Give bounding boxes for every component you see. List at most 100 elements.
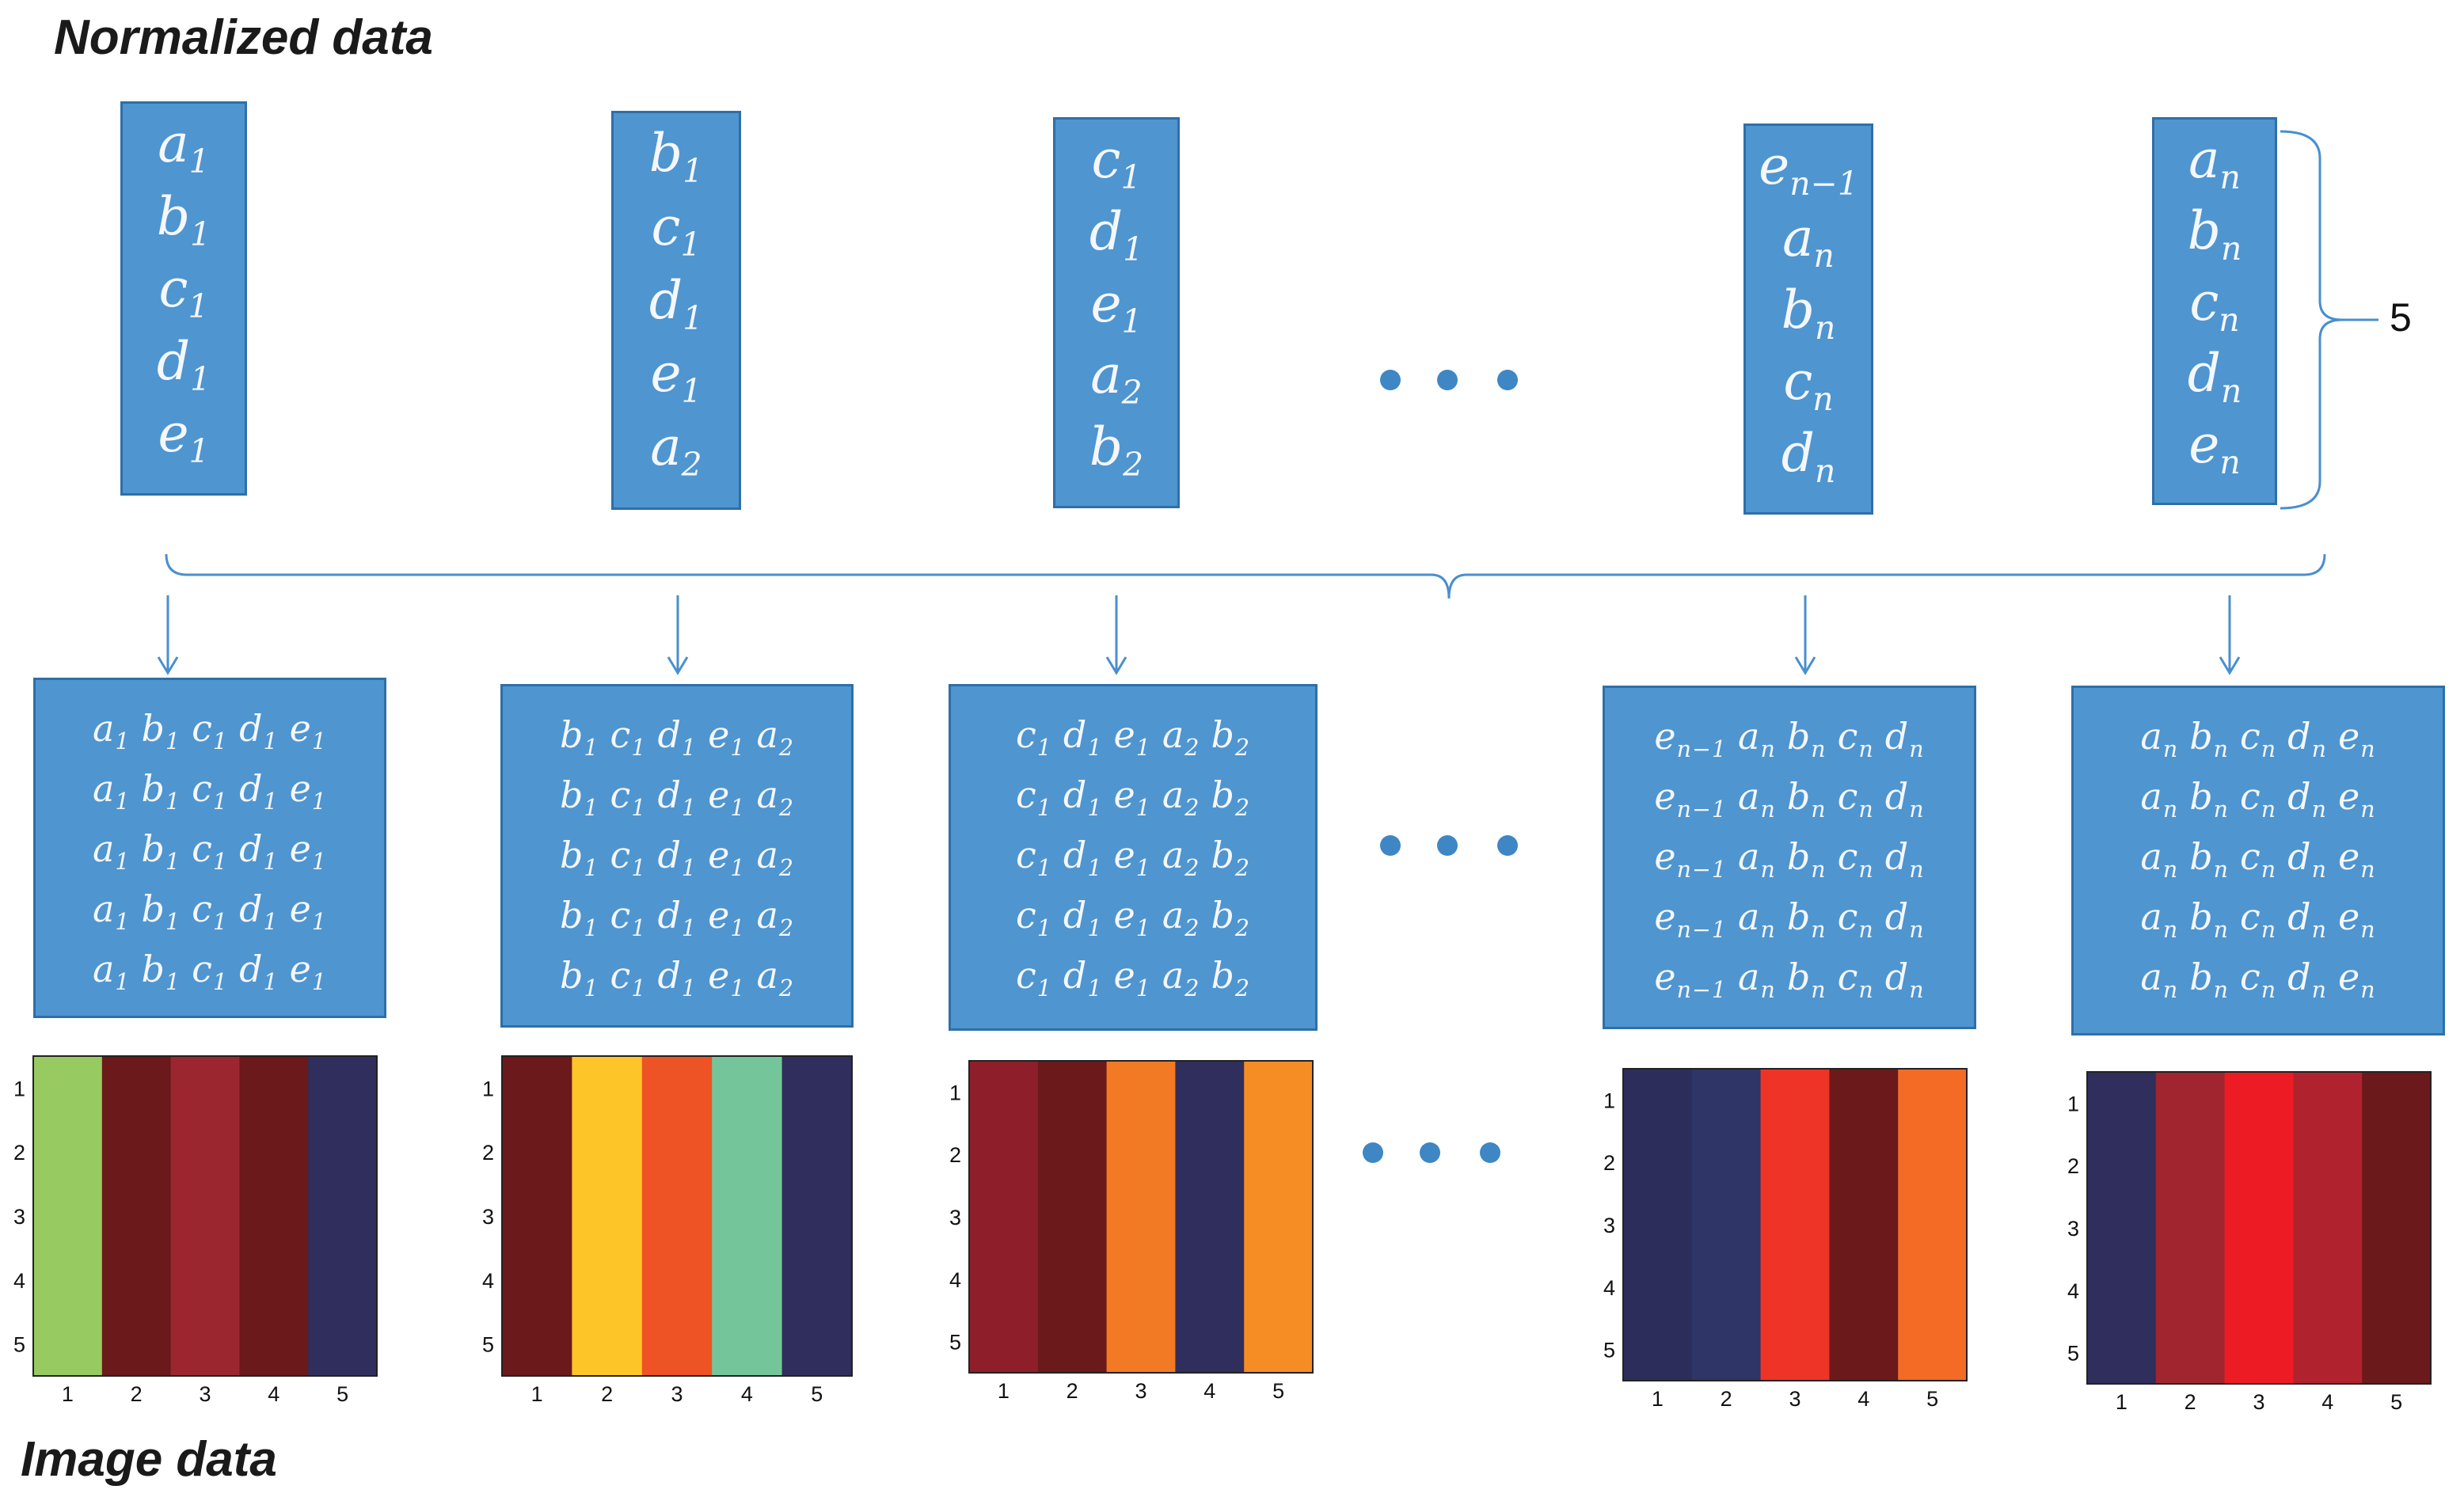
image-column [1175, 1061, 1245, 1373]
image-column [2293, 1072, 2363, 1384]
image-column [33, 1056, 103, 1376]
ellipsis-dot [1380, 370, 1401, 390]
image-column [1106, 1061, 1176, 1373]
image-column [969, 1061, 1039, 1373]
image-column [101, 1056, 172, 1376]
image-frame [2086, 1071, 2432, 1385]
down-arrow [1105, 595, 1127, 675]
vector-element: a2 [650, 416, 702, 484]
vector-element: c1 [651, 196, 702, 264]
vector-element: a1 [158, 113, 210, 181]
down-arrow [2219, 595, 2241, 675]
vector-element: b1 [156, 185, 211, 253]
y-tick-label: 3 [482, 1205, 494, 1229]
normalized-data-title: Normalized data [54, 10, 433, 65]
x-tick-label: 1 [1652, 1387, 1664, 1411]
x-tick-label: 2 [601, 1382, 613, 1406]
brace-size-label: 5 [2390, 295, 2412, 340]
grouping-bracket [165, 553, 2326, 599]
image-column [239, 1056, 309, 1376]
ellipsis-dot [1420, 1142, 1440, 1163]
y-tick-label: 2 [2067, 1154, 2079, 1178]
y-tick-label: 5 [1603, 1339, 1615, 1362]
x-tick-label: 2 [1067, 1379, 1078, 1403]
y-tick-label: 5 [949, 1331, 961, 1355]
vector-element: en [2188, 414, 2241, 482]
y-tick-label: 4 [1603, 1276, 1615, 1300]
ellipsis-dot [1380, 835, 1401, 856]
x-tick-label: 5 [2390, 1390, 2402, 1414]
ellipsis-dot [1497, 370, 1518, 390]
vector-element: c1 [1091, 129, 1142, 197]
vector-element: d1 [1089, 200, 1144, 268]
x-tick-label: 1 [998, 1379, 1010, 1403]
x-tick-label: 3 [671, 1382, 683, 1406]
y-tick-label: 3 [2067, 1217, 2079, 1241]
image-column [2087, 1072, 2157, 1384]
x-tick-label: 3 [1789, 1387, 1800, 1411]
vector-element: dn [1781, 423, 1836, 491]
ellipsis-dot [1437, 370, 1458, 390]
image-column [308, 1056, 378, 1376]
x-tick-label: 5 [337, 1382, 348, 1406]
image-column [781, 1056, 853, 1376]
image-column [502, 1056, 572, 1376]
y-tick-label: 4 [482, 1269, 494, 1293]
ellipsis-dot [1480, 1142, 1500, 1163]
y-tick-label: 4 [2067, 1279, 2079, 1303]
image-column [641, 1056, 713, 1376]
image-column [2224, 1072, 2294, 1384]
image-column [1244, 1061, 1314, 1373]
vector-element: e1 [158, 403, 210, 471]
x-tick-label: 3 [2253, 1390, 2264, 1414]
image-frame [32, 1055, 378, 1377]
y-tick-label: 2 [482, 1141, 494, 1165]
x-tick-label: 4 [1203, 1379, 1215, 1403]
ellipsis-dot [1363, 1142, 1383, 1163]
vector-element: cn [2189, 272, 2240, 340]
y-tick-label: 3 [13, 1205, 25, 1229]
x-tick-label: 2 [1721, 1387, 1732, 1411]
x-tick-label: 4 [741, 1382, 753, 1406]
x-tick-label: 1 [2116, 1390, 2127, 1414]
down-arrow [157, 595, 179, 675]
size-brace [2280, 130, 2378, 510]
x-tick-label: 4 [2321, 1390, 2333, 1414]
vector-element: d1 [156, 330, 211, 398]
y-tick-label: 5 [13, 1333, 25, 1357]
x-tick-label: 4 [268, 1382, 279, 1406]
vector-element: e1 [1090, 272, 1143, 340]
vector-element: b1 [648, 123, 704, 191]
image-column [1829, 1069, 1899, 1381]
vector-element: a2 [1090, 344, 1143, 412]
y-tick-label: 2 [949, 1143, 961, 1167]
x-tick-label: 5 [811, 1382, 823, 1406]
y-tick-label: 2 [1603, 1151, 1615, 1175]
